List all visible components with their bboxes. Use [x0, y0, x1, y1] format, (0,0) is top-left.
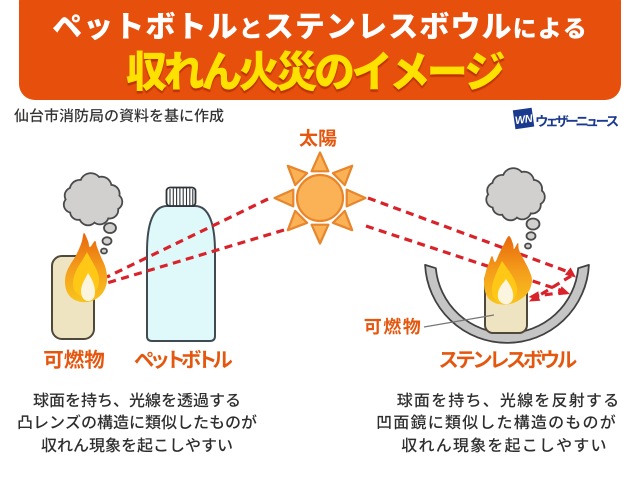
svg-text:ステンレスボウル: ステンレスボウル: [438, 343, 576, 373]
svg-text:太陽: 太陽: [299, 124, 337, 151]
svg-text:可燃物: 可燃物: [43, 343, 105, 373]
svg-text:ペットボトル: ペットボトル: [134, 343, 232, 373]
svg-text:可燃物: 可燃物: [364, 313, 423, 339]
